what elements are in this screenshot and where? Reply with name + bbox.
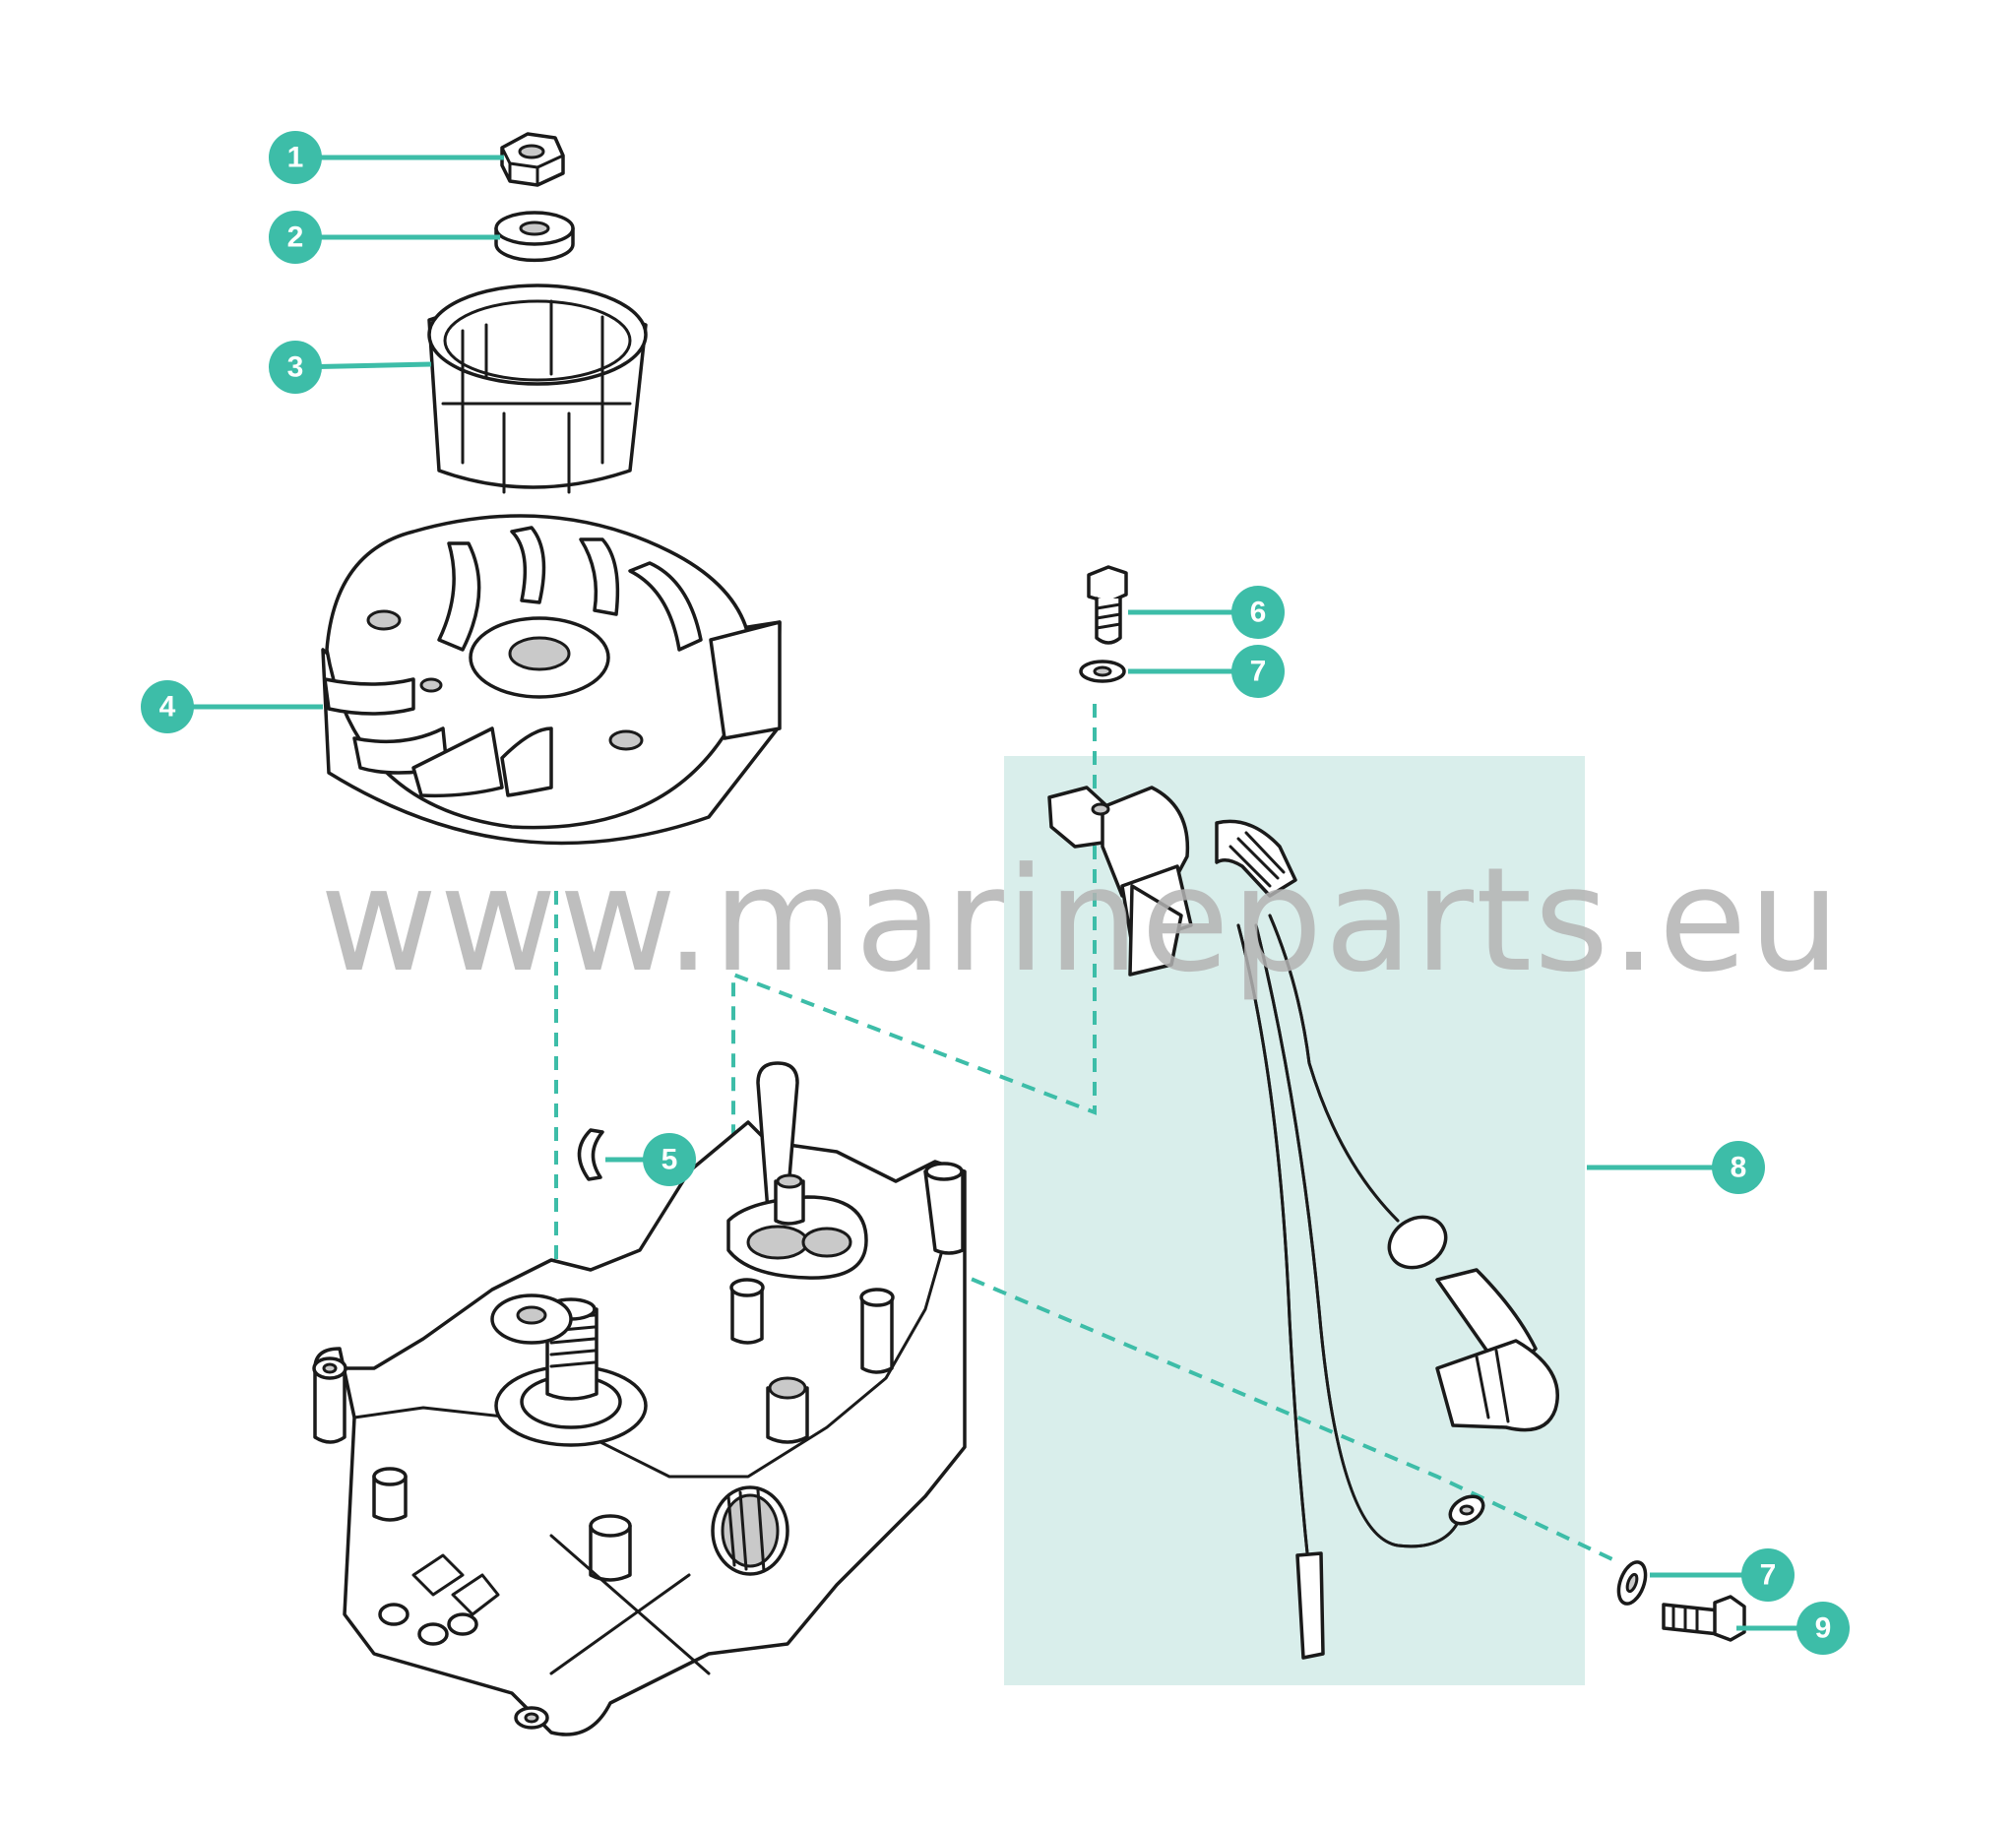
- ignition-coil-group-highlight: [1004, 756, 1585, 1685]
- callout-number: 6: [1250, 597, 1267, 629]
- callout-number: 8: [1731, 1152, 1747, 1184]
- callout-number: 7: [1760, 1559, 1777, 1592]
- callout-9[interactable]: 9: [1796, 1602, 1850, 1655]
- bolt-part-lower: [1662, 1595, 1746, 1642]
- callout-3[interactable]: 3: [269, 341, 322, 394]
- small-washer-part-lower: [1616, 1560, 1648, 1606]
- callout-8[interactable]: 8: [1712, 1141, 1765, 1194]
- callout-number: 5: [662, 1144, 678, 1176]
- ignition-coil-part: [1047, 786, 1559, 1660]
- callout-number: 2: [287, 221, 304, 254]
- hex-nut-part: [500, 132, 565, 187]
- assembly-guide-lines: [554, 704, 1615, 1562]
- callout-2[interactable]: 2: [269, 211, 322, 264]
- callout-6[interactable]: 6: [1231, 586, 1285, 639]
- flywheel-cup-part: [427, 284, 648, 494]
- washer-part: [494, 211, 575, 263]
- callout-7-lower[interactable]: 7: [1741, 1548, 1795, 1602]
- woodruff-key-part: [577, 1128, 604, 1181]
- callout-number: 7: [1250, 656, 1267, 688]
- callout-4[interactable]: 4: [141, 680, 194, 733]
- crankcase-part: [312, 1061, 967, 1736]
- callout-5[interactable]: 5: [643, 1133, 696, 1186]
- watermark-text: www.marineparts.eu: [320, 837, 1842, 1004]
- callout-number: 9: [1815, 1612, 1832, 1645]
- callout-1[interactable]: 1: [269, 131, 322, 184]
- flywheel-part: [321, 514, 782, 846]
- callout-number: 1: [287, 142, 304, 174]
- callout-number: 3: [287, 351, 304, 384]
- small-washer-part-upper: [1079, 660, 1126, 683]
- bolt-part: [1087, 565, 1128, 645]
- callout-number: 4: [159, 691, 176, 724]
- callout-7-upper[interactable]: 7: [1231, 645, 1285, 698]
